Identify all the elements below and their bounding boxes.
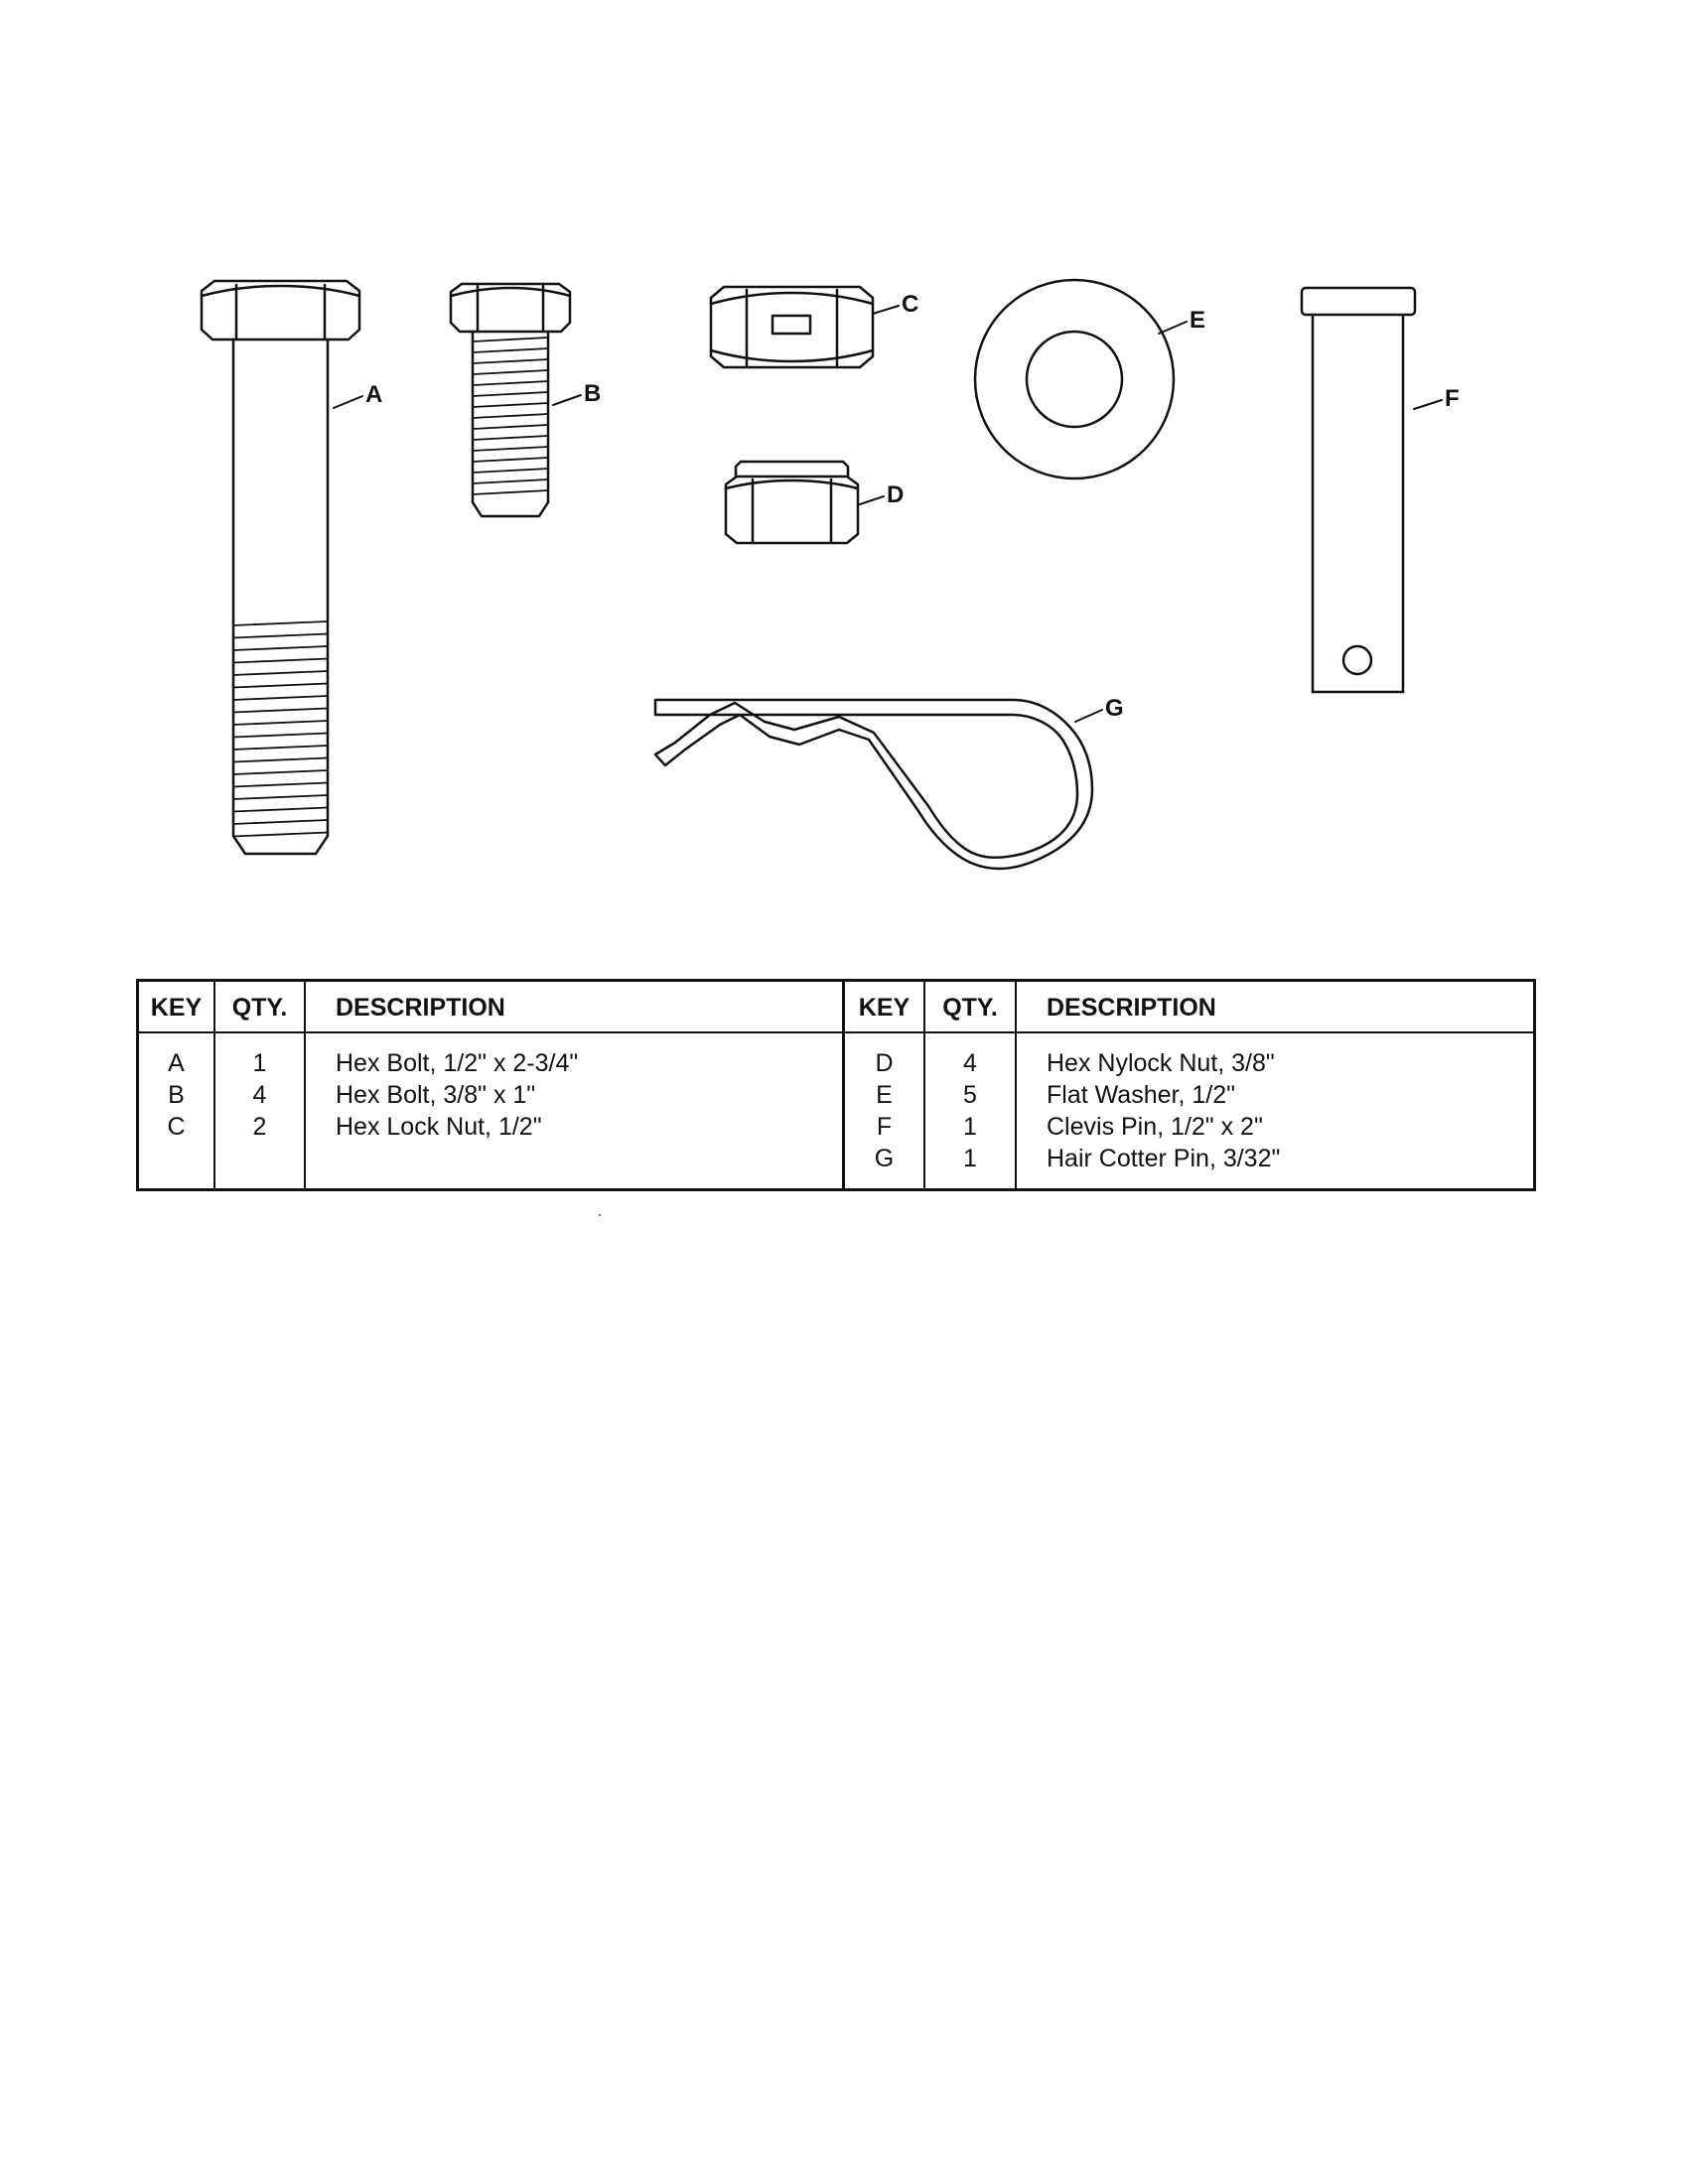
key-cells: D E F G [845, 1047, 923, 1174]
thread-line [472, 435, 549, 441]
description-header: DESCRIPTION [306, 982, 842, 1033]
thread-line [232, 645, 329, 651]
thread-line [472, 457, 549, 463]
hex-bolt-b-threads [472, 337, 549, 495]
key-column: KEY A B C [139, 982, 215, 1188]
qty-column: QTY. 4 5 1 1 [925, 982, 1017, 1188]
hex-nylock-nut-d-drawing [724, 460, 860, 545]
qty-cell: 4 [252, 1081, 267, 1109]
thread-line [472, 413, 549, 419]
thread-line [472, 468, 549, 474]
callout-label-c: C [902, 291, 918, 318]
qty-cell: 1 [963, 1145, 977, 1172]
thread-line [232, 632, 329, 639]
thread-line [232, 781, 329, 788]
thread-line [232, 732, 329, 739]
description-cell: Flat Washer, 1/2" [1047, 1081, 1235, 1109]
key-header: KEY [845, 982, 923, 1033]
thread-line [472, 424, 549, 430]
description-column: DESCRIPTION Hex Bolt, 1/2" x 2-3/4" Hex … [306, 982, 845, 1188]
qty-cell: 5 [963, 1081, 977, 1109]
key-cell: C [167, 1113, 186, 1141]
description-cell: Hex Lock Nut, 1/2" [336, 1113, 542, 1141]
thread-line [232, 682, 329, 689]
parts-table-right: KEY D E F G QTY. 4 5 1 1 DESCRIPTION Hex… [845, 982, 1533, 1188]
thread-line [472, 380, 549, 386]
callout-label-d: D [887, 481, 904, 508]
hex-bolt-b-drawing [449, 282, 572, 518]
thread-line [472, 446, 549, 452]
thread-line [472, 478, 549, 484]
flat-washer-e-drawing [973, 278, 1176, 480]
thread-line [232, 695, 329, 701]
key-cell: B [168, 1081, 185, 1109]
thread-line [472, 337, 549, 342]
qty-cell: 2 [252, 1113, 267, 1141]
description-cell: Clevis Pin, 1/2" x 2" [1047, 1113, 1263, 1141]
qty-cells: 4 5 1 1 [925, 1047, 1015, 1174]
qty-cells: 1 4 2 [215, 1047, 304, 1143]
thread-line [232, 794, 329, 800]
description-column: DESCRIPTION Hex Nylock Nut, 3/8" Flat Wa… [1017, 982, 1533, 1188]
thread-line [232, 620, 329, 626]
thread-line [472, 489, 549, 495]
qty-cell: 1 [963, 1113, 977, 1141]
thread-line [472, 369, 549, 375]
key-cells: A B C [139, 1047, 213, 1143]
description-cell: Hex Bolt, 3/8" x 1" [336, 1081, 536, 1109]
key-header: KEY [139, 982, 213, 1033]
parts-table: KEY A B C QTY. 1 4 2 DESCRIPTION Hex Bol… [136, 979, 1536, 1191]
scan-dot [599, 1214, 601, 1216]
thread-line [232, 720, 329, 726]
hex-bolt-a-drawing [200, 279, 361, 856]
thread-line [472, 391, 549, 397]
description-header: DESCRIPTION [1017, 982, 1533, 1033]
callout-label-e: E [1190, 307, 1205, 334]
thread-line [472, 358, 549, 364]
callout-label-b: B [584, 380, 601, 407]
thread-line [472, 402, 549, 408]
description-cells: Hex Bolt, 1/2" x 2-3/4" Hex Bolt, 3/8" x… [306, 1047, 842, 1143]
thread-line [232, 831, 329, 838]
thread-line [232, 769, 329, 775]
thread-line [232, 670, 329, 676]
leader-lines [333, 305, 1443, 723]
thread-line [232, 745, 329, 751]
hex-lock-nut-c-drawing [709, 285, 875, 369]
callout-label-a: A [365, 381, 382, 408]
callout-label-f: F [1445, 385, 1460, 412]
qty-cell: 1 [252, 1049, 267, 1077]
hair-cotter-pin-g-drawing [653, 698, 1094, 871]
qty-column: QTY. 1 4 2 [215, 982, 306, 1188]
description-cells: Hex Nylock Nut, 3/8" Flat Washer, 1/2" C… [1017, 1047, 1533, 1174]
description-cell: Hex Bolt, 1/2" x 2-3/4" [336, 1049, 579, 1077]
parts-table-left: KEY A B C QTY. 1 4 2 DESCRIPTION Hex Bol… [139, 982, 845, 1188]
thread-line [232, 756, 329, 763]
description-cell: Hair Cotter Pin, 3/32" [1047, 1145, 1281, 1172]
description-cell: Hex Nylock Nut, 3/8" [1047, 1049, 1275, 1077]
key-cell: D [875, 1049, 894, 1077]
hex-bolt-a-threads [232, 620, 329, 838]
thread-line [232, 657, 329, 664]
qty-header: QTY. [925, 982, 1015, 1033]
key-cell: E [876, 1081, 893, 1109]
qty-cell: 4 [963, 1049, 977, 1077]
thread-line [232, 806, 329, 813]
key-column: KEY D E F G [845, 982, 925, 1188]
callout-label-g: G [1105, 695, 1124, 722]
key-cell: A [168, 1049, 185, 1077]
key-cell: G [874, 1145, 895, 1172]
qty-header: QTY. [215, 982, 304, 1033]
key-cell: F [876, 1113, 893, 1141]
thread-line [472, 347, 549, 353]
clevis-pin-f-drawing [1300, 286, 1417, 694]
thread-line [232, 707, 329, 714]
thread-line [232, 819, 329, 825]
